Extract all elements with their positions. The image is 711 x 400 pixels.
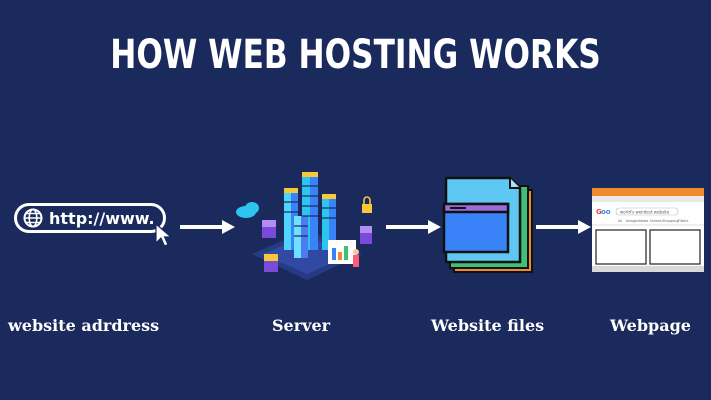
arrow-right-icon — [180, 220, 235, 234]
svg-text:All: All — [618, 219, 622, 223]
step-label: Server — [272, 316, 331, 335]
svg-text:world's weirdest website: world's weirdest website — [620, 210, 670, 215]
svg-text:News: News — [639, 219, 649, 223]
files-stack-icon — [442, 176, 533, 273]
svg-text:Shopping: Shopping — [662, 219, 678, 223]
svg-text:G: G — [596, 208, 602, 216]
step-label: website adrdress — [8, 316, 160, 335]
svg-text:Images: Images — [626, 219, 639, 223]
step-label: Website files — [431, 316, 545, 335]
url-text: http://www. — [49, 208, 155, 228]
step-label: Webpage — [610, 316, 691, 335]
svg-text:Videos: Videos — [650, 219, 662, 223]
url-bar: http://www. — [14, 203, 166, 233]
cursor-icon — [155, 222, 173, 247]
arrow-right-icon — [386, 220, 441, 234]
svg-text:oo: oo — [601, 208, 611, 216]
page-title: HOW WEB HOSTING WORKS — [110, 32, 601, 78]
globe-icon — [23, 208, 43, 228]
svg-text:Filters: Filters — [678, 219, 689, 223]
arrow-right-icon — [536, 220, 591, 234]
server-datacenter-icon — [236, 172, 372, 281]
